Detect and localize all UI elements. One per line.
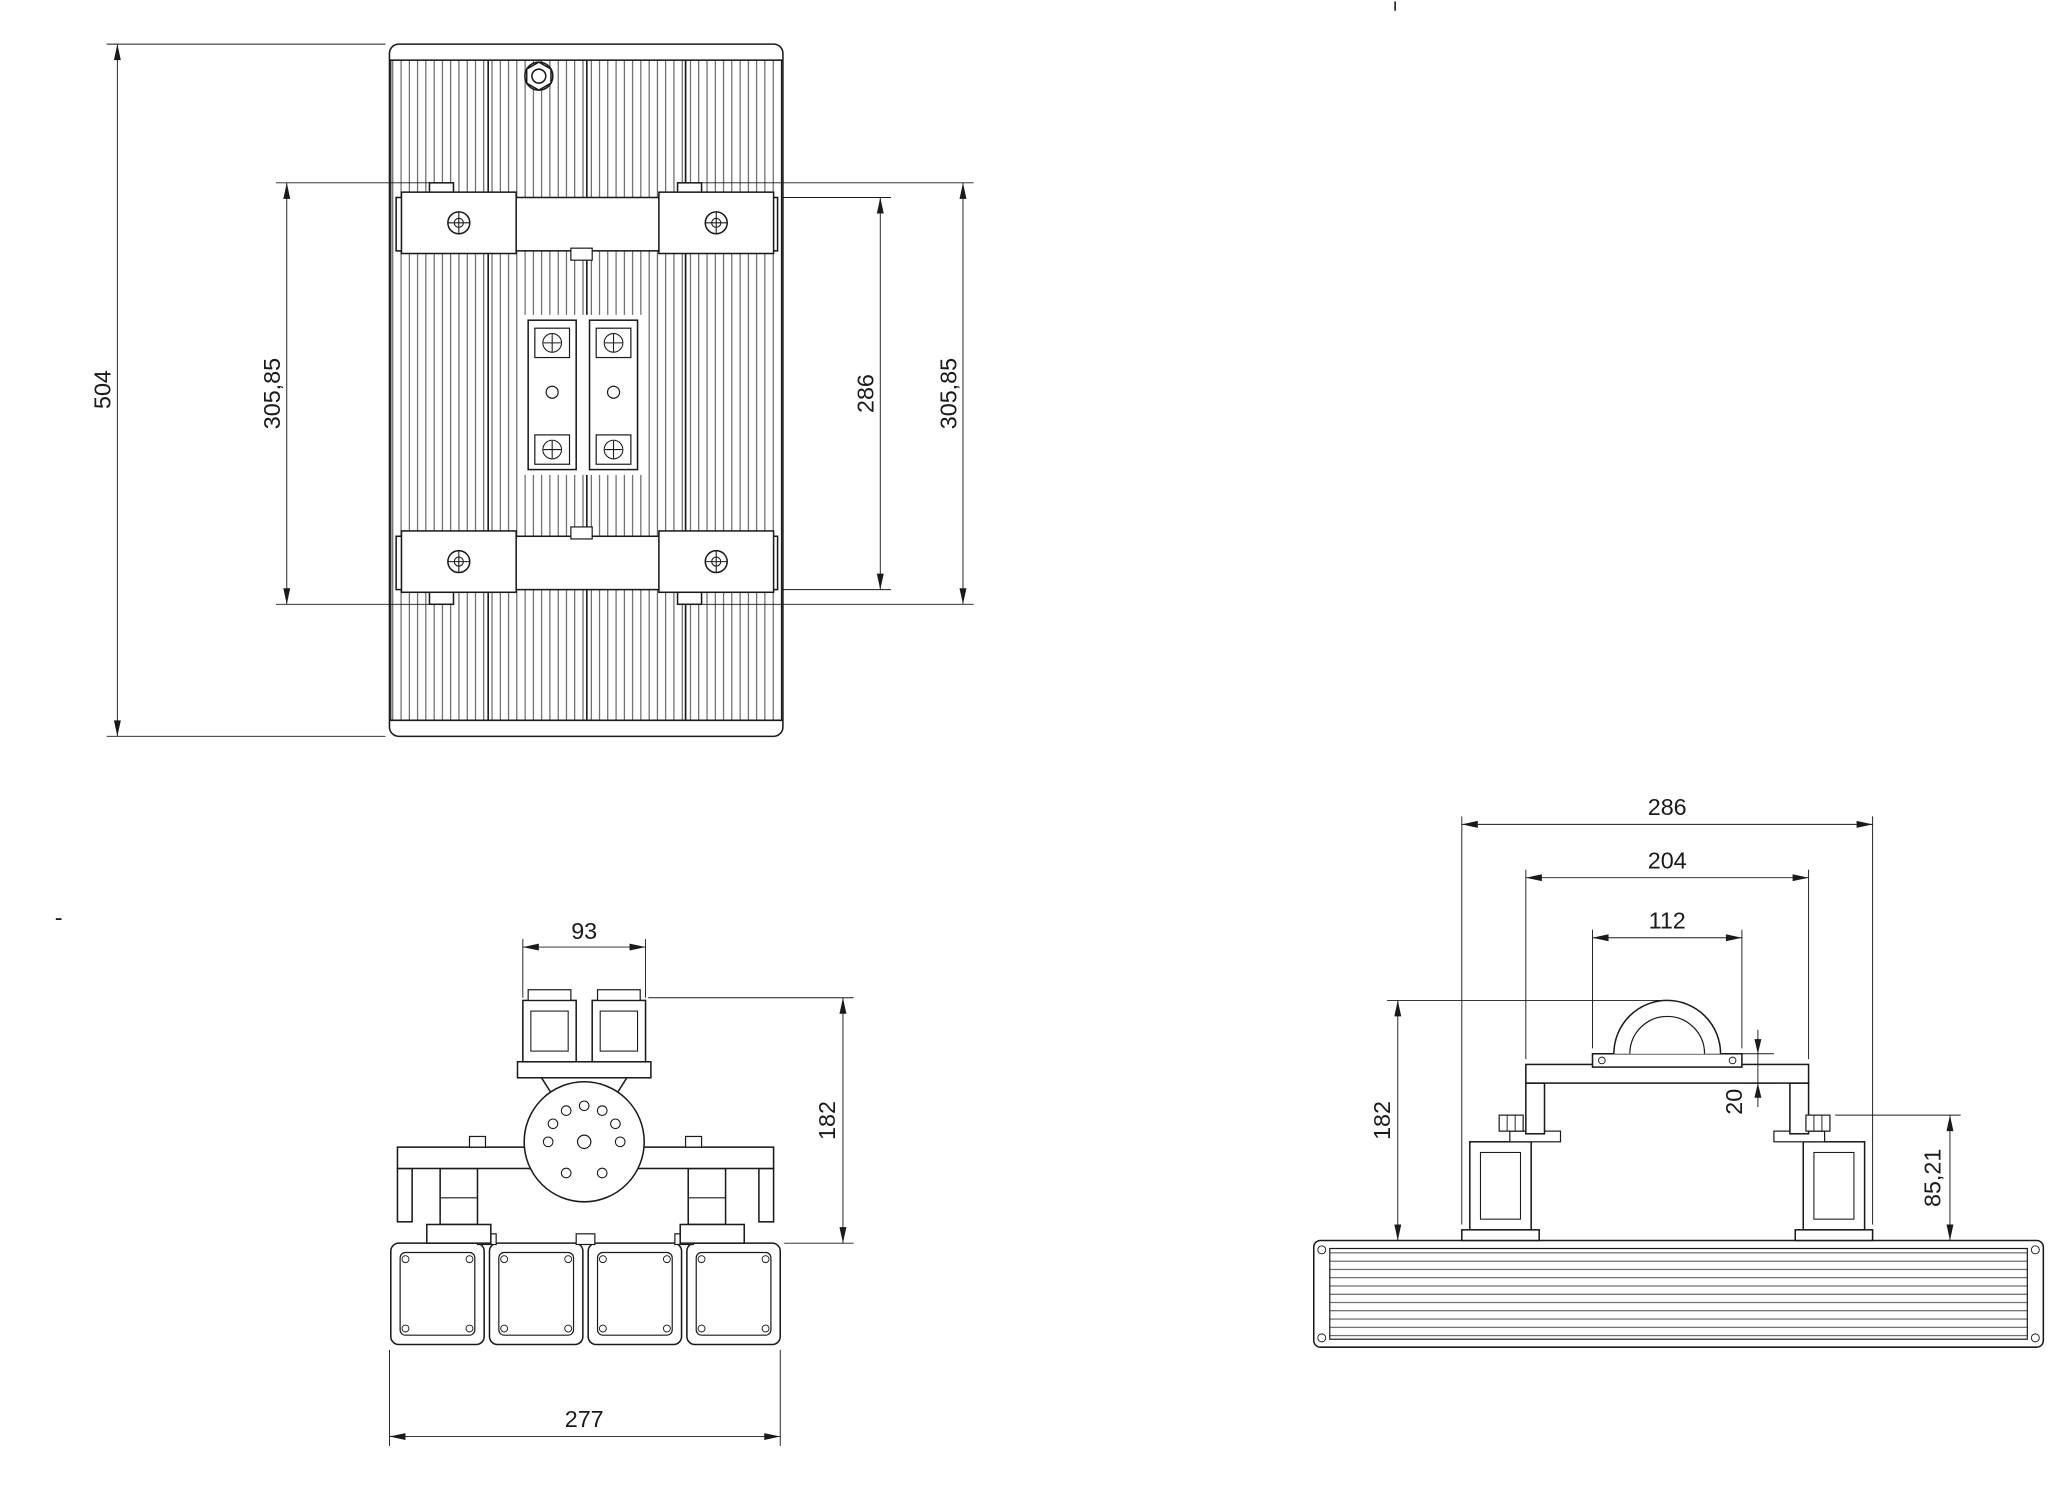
top-view: 504 305,85 286 305,85: [90, 43, 974, 738]
bracket-channel-side: [1498, 1063, 1831, 1143]
mounting-bar-upper: [395, 182, 779, 261]
dim-label: 85,21: [1920, 1149, 1946, 1207]
pipe-clamp-front: [516, 989, 652, 1079]
dim-bar-outer-span: 286: [781, 197, 891, 591]
fin-column: [390, 59, 489, 721]
top-screw: [524, 61, 554, 92]
front-view-dimensions: 93 182 277: [388, 918, 854, 1446]
front-view: 93 182 277: [388, 918, 854, 1446]
dim-bracket-span-left: 305,85: [259, 182, 430, 605]
dim-bracket-width: 204: [1525, 847, 1810, 1060]
dim-body-height: 182: [648, 997, 854, 1244]
dim-clamp-base-width: 112: [1592, 907, 1743, 1049]
bolt-icon: [1805, 1114, 1831, 1132]
side-view-dimensions: 286 204 112 182: [1369, 794, 1961, 1241]
center-driver-plates: [522, 314, 643, 475]
screw-icon: [447, 211, 471, 235]
sheet-marks: -: [55, 1, 1396, 931]
screw-icon: [704, 549, 728, 574]
pipe-clamp-side: [1591, 999, 1743, 1068]
dim-label: 20: [1721, 1089, 1747, 1115]
dim-label: 112: [1649, 907, 1686, 933]
dim-plate-offset: 20: [1721, 1029, 1774, 1115]
dim-label: 286: [853, 374, 879, 413]
dim-label: 504: [90, 370, 116, 409]
dim-clamp-width: 93: [522, 918, 647, 998]
bolt-icon: [1498, 1114, 1524, 1132]
screw-icon: [542, 333, 624, 460]
mounting-feet-side: [1461, 1141, 1874, 1242]
pivot-disc: [523, 1081, 645, 1203]
side-view: 286 204 112 182: [1312, 794, 2045, 1348]
led-modules-front: [390, 1233, 782, 1346]
dash-mark: -: [55, 905, 63, 931]
dim-overall-width: 277: [388, 1349, 781, 1446]
dim-overall-width: 286: [1461, 794, 1874, 1225]
dim-overall-height: 182: [1369, 999, 1662, 1241]
dim-foot-height: 85,21: [1835, 1114, 1961, 1241]
mounting-bar-lower: [395, 526, 779, 606]
dim-label: 182: [1369, 1101, 1395, 1140]
fin-column: [684, 59, 783, 721]
dim-label: 305,85: [259, 358, 285, 429]
heatsink-bar-side: [1312, 1239, 2045, 1348]
screw-icon: [447, 549, 471, 574]
dim-overall-height: 504: [90, 43, 386, 737]
dim-label: 277: [565, 1406, 604, 1432]
top-view-dimensions: 504 305,85 286 305,85: [90, 43, 974, 737]
dim-label: 182: [814, 1101, 840, 1140]
dim-label: 204: [1648, 847, 1687, 873]
dim-label: 93: [571, 918, 597, 944]
mounting-bracket-front: [396, 989, 775, 1244]
dim-label: 286: [1648, 794, 1687, 820]
dim-label: 305,85: [935, 358, 961, 429]
screw-icon: [704, 211, 728, 235]
dim-bracket-span-right: 305,85: [701, 182, 974, 605]
